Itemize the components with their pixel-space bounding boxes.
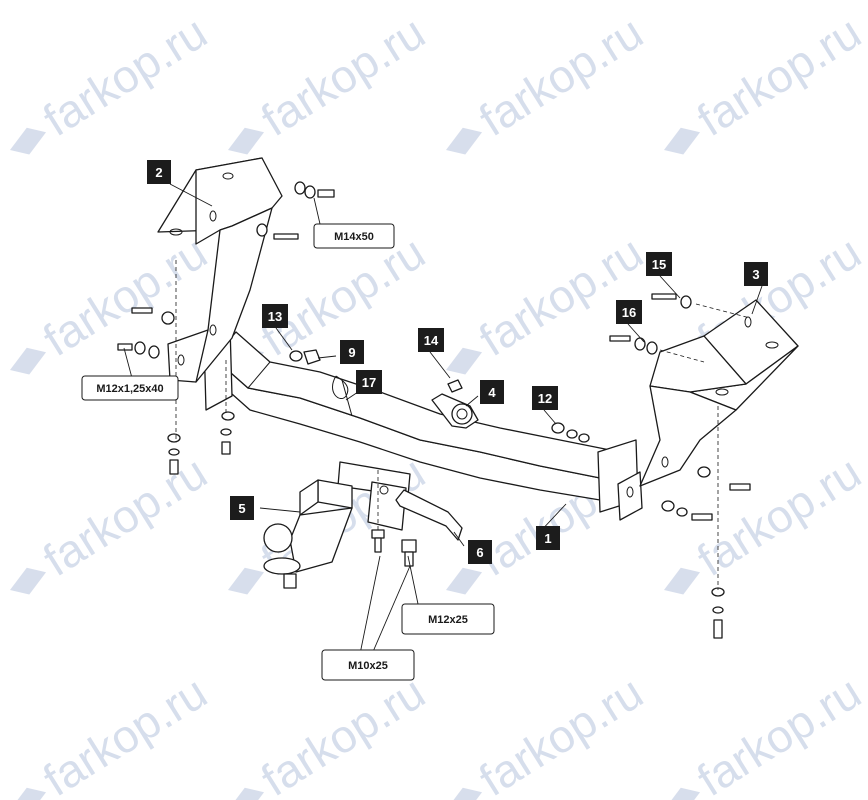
watermark-car-icon <box>228 787 265 800</box>
tag-4: 4 <box>480 380 504 404</box>
watermark-text: farkop.ru <box>252 6 434 146</box>
watermark-text: farkop.ru <box>688 446 868 586</box>
tag-12-text: 12 <box>538 391 552 406</box>
tag-9: 9 <box>340 340 364 364</box>
watermark: farkop.ru <box>10 6 216 155</box>
assembly-lines <box>117 157 799 655</box>
spec-m10x25: M10x25 <box>321 649 415 681</box>
watermark-car-icon <box>228 127 265 155</box>
spec-m12x25-text: M12x25 <box>428 614 468 626</box>
watermark-car-icon <box>228 567 265 595</box>
watermark: farkop.ru <box>228 6 434 155</box>
tag-15: 15 <box>646 252 672 276</box>
tag-1: 1 <box>536 526 560 550</box>
watermark-text: farkop.ru <box>34 6 216 146</box>
tag-13-text: 13 <box>268 309 282 324</box>
watermark-car-icon <box>664 127 701 155</box>
tag-16-text: 16 <box>622 305 636 320</box>
tag-2: 2 <box>147 160 171 184</box>
watermark-car-icon <box>10 127 47 155</box>
watermark-car-icon <box>10 787 47 800</box>
tag-12: 12 <box>532 386 558 410</box>
watermark-text: farkop.ru <box>470 6 652 146</box>
watermark: farkop.ru <box>446 666 652 800</box>
watermark-text: farkop.ru <box>470 226 652 366</box>
tag-4-text: 4 <box>488 385 496 400</box>
watermark-car-icon <box>10 347 47 375</box>
tag-5: 5 <box>230 496 254 520</box>
left-bracket <box>157 157 283 383</box>
right-bracket <box>626 299 799 498</box>
spec-m12x25: M12x25 <box>401 603 495 635</box>
tag-13: 13 <box>262 304 288 328</box>
spec-m10x25-text: M10x25 <box>348 660 388 672</box>
watermark: farkop.ru <box>446 6 652 155</box>
tag-5-text: 5 <box>238 501 245 516</box>
right-fasteners <box>551 293 751 639</box>
watermark-car-icon <box>446 787 483 800</box>
socket-plate <box>431 379 479 429</box>
watermark-text: farkop.ru <box>34 446 216 586</box>
watermark-car-icon <box>446 127 483 155</box>
tag-2-text: 2 <box>155 165 162 180</box>
watermark-car-icon <box>10 567 47 595</box>
receiver <box>337 461 411 531</box>
tag-3: 3 <box>744 262 768 286</box>
watermark-text: farkop.ru <box>470 666 652 800</box>
spec-m14x50: M14x50 <box>313 223 395 249</box>
ball-mount <box>263 479 353 589</box>
tag-6: 6 <box>468 540 492 564</box>
watermark-text: farkop.ru <box>252 666 434 800</box>
watermark-car-icon <box>664 567 701 595</box>
spec-m12x125x40-text: M12x1,25x40 <box>96 383 163 395</box>
watermark: farkop.ru <box>10 666 216 800</box>
locking-pin <box>395 489 463 541</box>
watermark: farkop.ru <box>664 666 868 800</box>
tag-17: 17 <box>356 370 382 394</box>
tag-6-text: 6 <box>476 545 483 560</box>
r-clip <box>332 375 353 417</box>
tag-9-text: 9 <box>348 345 355 360</box>
watermark: farkop.ru <box>664 446 868 595</box>
tag-15-text: 15 <box>652 257 666 272</box>
watermark-text: farkop.ru <box>688 6 868 146</box>
watermark-text: farkop.ru <box>34 666 216 800</box>
watermark-text: farkop.ru <box>688 666 868 800</box>
watermark: farkop.ru <box>664 6 868 155</box>
tag-14: 14 <box>418 328 444 352</box>
watermark-car-icon <box>446 567 483 595</box>
tag-14-text: 14 <box>424 333 439 348</box>
tag-1-text: 1 <box>544 531 551 546</box>
watermark-car-icon <box>446 347 483 375</box>
tag-16: 16 <box>616 300 642 324</box>
spec-m12x125x40: M12x1,25x40 <box>81 375 179 401</box>
watermark: farkop.ru <box>10 446 216 595</box>
watermark: farkop.ru <box>228 666 434 800</box>
watermark-car-icon <box>664 787 701 800</box>
tag-3-text: 3 <box>752 267 759 282</box>
tag-17-text: 17 <box>362 375 376 390</box>
left-fasteners <box>117 181 335 475</box>
spec-m14x50-text: M14x50 <box>334 231 374 243</box>
leader-lines <box>123 183 763 655</box>
